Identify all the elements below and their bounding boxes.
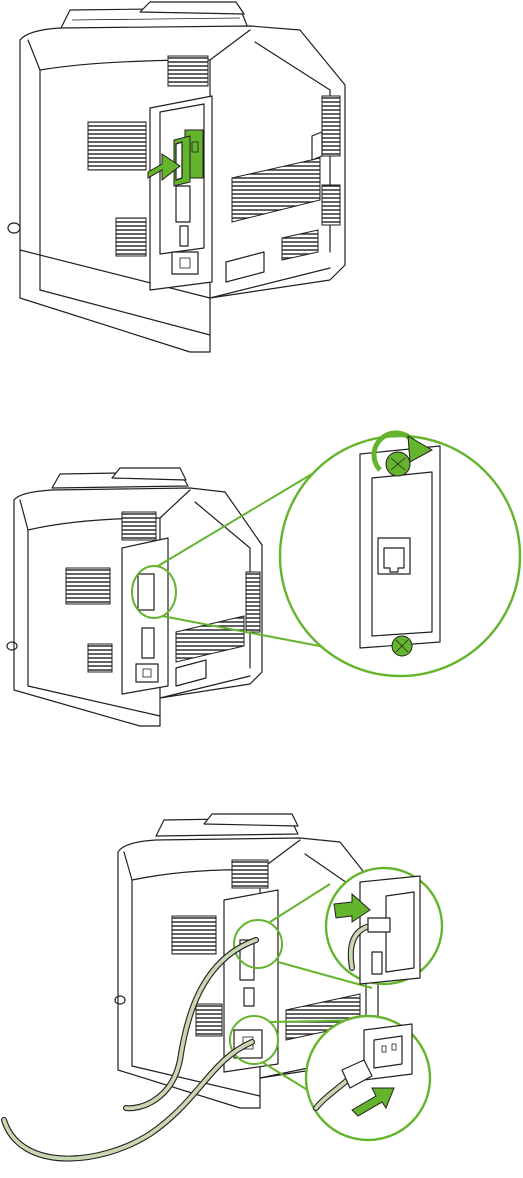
magnified-card-view [280, 433, 520, 676]
vent-grille [88, 644, 112, 672]
vent-grille [196, 1004, 222, 1036]
screw-icon [392, 636, 412, 656]
vent-grille [322, 96, 340, 156]
vent-grille [66, 568, 110, 604]
ethernet-port-icon [378, 538, 410, 574]
magnified-network-port [326, 868, 442, 984]
vent-grille [232, 860, 268, 888]
power-socket-icon [364, 1024, 412, 1080]
vent-grille [322, 185, 340, 225]
vent-grille [88, 122, 146, 170]
step-3-connect-cables [4, 814, 442, 1159]
step-2-tighten-screws [7, 433, 520, 726]
vent-grille [246, 572, 260, 632]
vent-grille [116, 218, 146, 256]
printer-rear-view [7, 468, 262, 726]
screw-icon [386, 452, 410, 476]
vent-grille [168, 56, 208, 86]
magnified-power-socket [306, 1016, 430, 1140]
step-1-insert-card [8, 2, 345, 352]
printer-rear-view [8, 2, 345, 352]
vent-grille [122, 512, 156, 540]
vent-grille [172, 916, 216, 954]
